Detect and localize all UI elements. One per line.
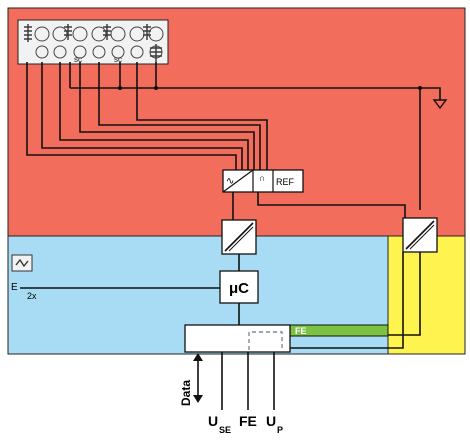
u-p-label: U	[266, 413, 276, 429]
isolator-right	[402, 217, 438, 253]
svg-text:sc: sc	[74, 55, 82, 64]
u-se-subscript: SE	[219, 425, 231, 435]
e-label: E	[11, 282, 18, 293]
field-wiring	[26, 62, 441, 220]
data-label: Data	[179, 380, 193, 406]
isolator-center	[221, 219, 257, 255]
adc-ref-block	[222, 169, 304, 193]
terminal-block: sc sc	[17, 19, 169, 65]
e-multiplier: 2x	[27, 291, 37, 301]
output-leads	[197, 352, 275, 410]
svg-text:sc: sc	[114, 55, 122, 64]
fe-bottom-label: FE	[239, 413, 257, 429]
ground-icon	[432, 99, 448, 110]
adc-analog-symbol: ∿	[226, 176, 234, 187]
adc-digital-symbol: ∩	[259, 173, 265, 183]
e-input-icon	[11, 254, 33, 272]
ref-label: REF	[276, 177, 295, 187]
u-p-subscript: P	[277, 425, 283, 435]
connector-block	[184, 324, 291, 353]
microcontroller-label: μC	[229, 280, 249, 297]
fe-bar-label: FE	[295, 326, 307, 336]
u-se-label: U	[208, 413, 218, 429]
data-arrow-icon	[193, 353, 203, 403]
microcontroller-box	[219, 270, 259, 304]
power-zone	[387, 235, 466, 355]
